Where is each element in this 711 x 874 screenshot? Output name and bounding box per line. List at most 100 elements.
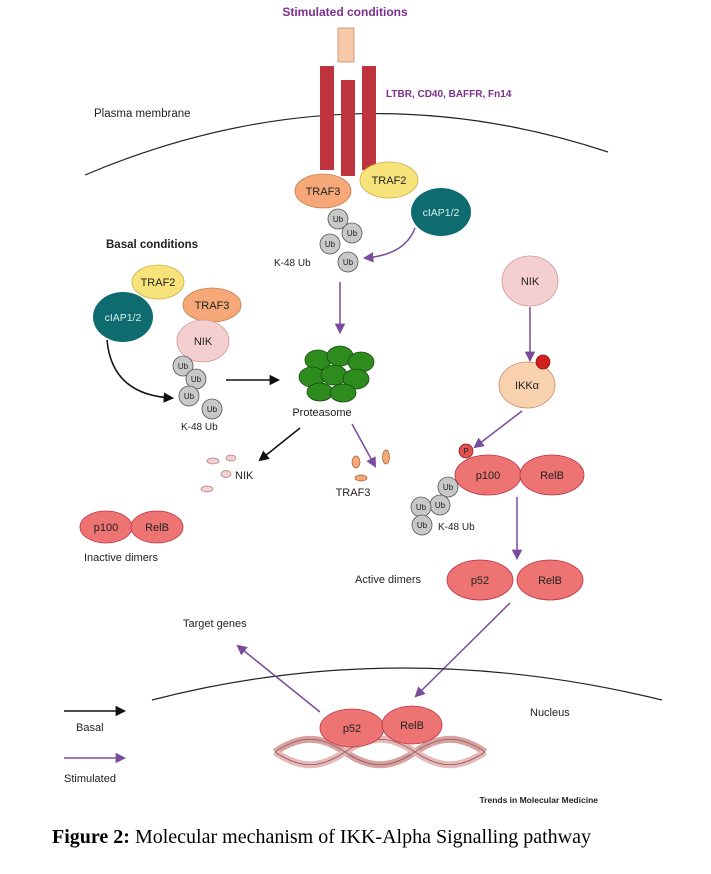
- relb-active-label: RelB: [538, 575, 562, 587]
- receptor-bar-1: [320, 66, 334, 170]
- relb-inactive: [130, 510, 184, 544]
- source-label: Trends in Molecular Medicine: [479, 795, 598, 805]
- ub-b1: [172, 355, 194, 377]
- arrow-target-genes: [236, 644, 321, 713]
- ub-p4: [411, 514, 433, 536]
- traf3-fragments: [351, 449, 390, 482]
- nik-fragments: [200, 454, 237, 493]
- ikka: [498, 361, 556, 409]
- proteasome-subunit: [320, 364, 348, 386]
- nik-fragment: [206, 457, 220, 465]
- p52-active-label: p52: [471, 575, 489, 587]
- dna-strand-2: [273, 735, 487, 769]
- ub-s2-label: Ub: [347, 229, 358, 238]
- dna-strand-1: [273, 735, 487, 769]
- ciap-basal-label: cIAP1/2: [105, 312, 142, 324]
- ub-p4-label: Ub: [417, 521, 428, 530]
- ub-s4-label: Ub: [343, 258, 354, 267]
- nik-fragment: [220, 470, 232, 478]
- figure-caption-text: Molecular mechanism of IKK-Alpha Signall…: [129, 826, 591, 848]
- target-genes-label: Target genes: [183, 618, 247, 630]
- traf3-fragment: [351, 455, 361, 469]
- nik-fragment: [225, 454, 237, 462]
- ub-b3-label: Ub: [184, 392, 195, 401]
- arrow-active-to-nucleus: [414, 602, 511, 698]
- relb-stimulated-label: RelB: [540, 470, 564, 482]
- traf3-fragment: [382, 449, 390, 465]
- k48-ub-label-basal: K-48 Ub: [181, 422, 218, 433]
- ub-s1: [327, 208, 349, 230]
- relb-stimulated: [519, 454, 585, 496]
- p52-active: [446, 559, 514, 601]
- ciap-ubiquitination-arrow-basal: [106, 339, 175, 403]
- traf3-basal-label: TRAF3: [195, 300, 230, 312]
- ciap-ubiquitination-arrow: [362, 227, 416, 263]
- ub-s3-label: Ub: [325, 240, 336, 249]
- ciap-stimulated: [411, 188, 471, 236]
- nuclear-membrane: [151, 667, 663, 701]
- ub-chain-p100: Ub Ub Ub Ub: [410, 476, 459, 536]
- traf2-basal: [131, 264, 185, 300]
- p100-inactive-label: p100: [94, 522, 118, 534]
- receptor-names-label: LTBR, CD40, BAFFR, Fn14: [386, 89, 512, 100]
- receptor-bar-3: [362, 66, 376, 170]
- p52-nuclear-label: p52: [343, 723, 361, 735]
- nik-fragments-label: NIK: [235, 470, 254, 482]
- legend-basal-label: Basal: [76, 722, 104, 734]
- traf2-basal-label: TRAF2: [141, 277, 176, 289]
- dna-outline-1: [274, 739, 486, 765]
- p100-phospho-label: P: [463, 447, 468, 456]
- k48-ub-label-stimulated: K-48 Ub: [274, 258, 311, 269]
- ciap-stimulated-label: cIAP1/2: [423, 207, 460, 219]
- p100-phospho: [458, 443, 474, 459]
- proteasome-subunit: [342, 368, 370, 390]
- proteasome-subunit: [329, 383, 357, 403]
- nucleus-label: Nucleus: [530, 707, 570, 719]
- proteasome-subunit: [306, 382, 334, 402]
- ub-p1: [437, 476, 459, 498]
- ikka-phospho-dot: [535, 354, 551, 370]
- relb-active: [516, 559, 584, 601]
- receptor-bar-2: [341, 80, 355, 176]
- ub-b4-label: Ub: [207, 405, 218, 414]
- arrow-nik-degradation: [258, 427, 301, 462]
- nik-basal: [176, 319, 230, 363]
- ub-b3: [178, 385, 200, 407]
- nik-stimulated: [501, 255, 559, 307]
- nik-fragment: [200, 485, 214, 493]
- plasma-membrane-label: Plasma membrane: [94, 108, 191, 120]
- relb-inactive-label: RelB: [145, 522, 169, 534]
- ub-chain-stimulated: Ub Ub Ub Ub: [319, 208, 363, 273]
- k48-ub-label-p100: K-48 Ub: [438, 522, 475, 533]
- ligand: [337, 27, 355, 63]
- ub-s3: [319, 233, 341, 255]
- traf3-fragments-label: TRAF3: [336, 487, 371, 499]
- dna-helix: [273, 735, 487, 769]
- ub-s1-label: Ub: [333, 215, 344, 224]
- ub-p3-label: Ub: [416, 503, 427, 512]
- traf2-stimulated: [359, 161, 419, 199]
- proteasome-label: Proteasome: [292, 407, 351, 419]
- dna-outline-2: [274, 739, 486, 765]
- traf3-fragment: [354, 474, 368, 482]
- ub-p2-label: Ub: [435, 501, 446, 510]
- stimulated-conditions-title: Stimulated conditions: [282, 5, 408, 19]
- proteasome-subunit: [347, 351, 375, 373]
- ikka-label: IKKα: [515, 380, 540, 392]
- nik-basal-label: NIK: [194, 336, 213, 348]
- p100-stimulated-label: p100: [476, 470, 500, 482]
- figure-caption: Figure 2: Molecular mechanism of IKK-Alp…: [52, 826, 692, 849]
- ub-b4: [201, 398, 223, 420]
- inactive-dimers-label: Inactive dimers: [84, 552, 158, 564]
- nik-stimulated-label: NIK: [521, 276, 540, 288]
- legend-stimulated-label: Stimulated: [64, 773, 116, 785]
- arrow-ikka-to-p100: [473, 410, 523, 449]
- traf3-stimulated: [294, 173, 352, 209]
- ub-b2-label: Ub: [191, 375, 202, 384]
- arrow-traf3-degradation: [351, 423, 377, 468]
- traf3-stimulated-label: TRAF3: [306, 186, 341, 198]
- traf2-stimulated-label: TRAF2: [372, 175, 407, 187]
- ub-chain-basal: Ub Ub Ub Ub: [172, 355, 223, 420]
- figure-number: Figure 2:: [52, 826, 130, 848]
